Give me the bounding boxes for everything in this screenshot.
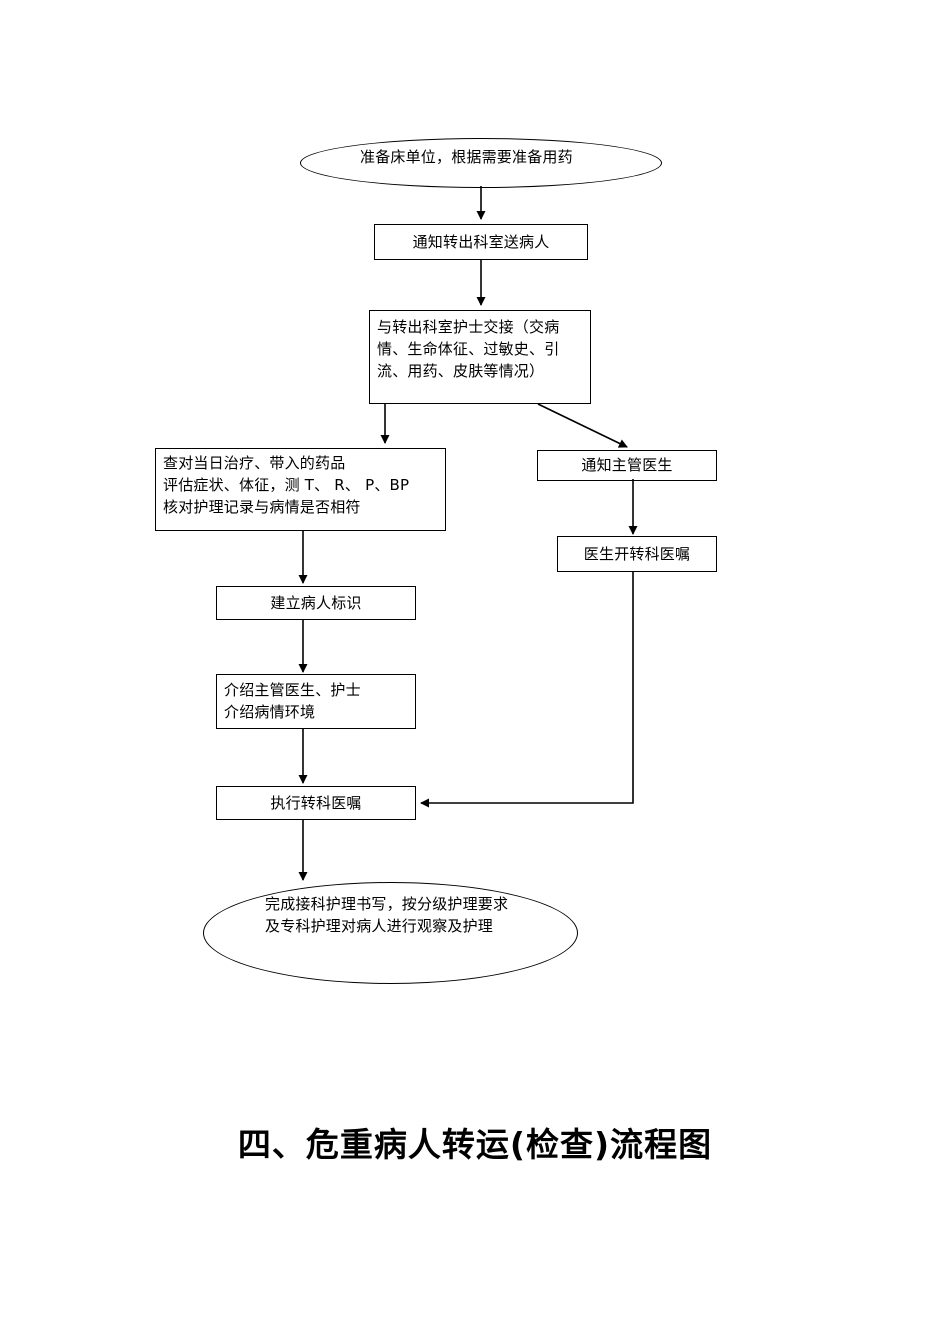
edge-n6-n9 <box>420 572 634 808</box>
node-check-treatment-and-meds-label: 查对当日治疗、带入的药品 评估症状、体征，测 T、 R、 P、BP 核对护理记录… <box>163 454 410 516</box>
node-handover-with-nurse-label: 与转出科室护士交接（交病情、生命体征、过敏史、引流、用药、皮肤等情况） <box>377 318 560 380</box>
node-create-patient-identification-label: 建立病人标识 <box>270 594 362 612</box>
node-prepare-bed-unit-label: 准备床单位，根据需要准备用药 <box>360 148 573 166</box>
node-handover-with-nurse[interactable] <box>369 310 591 404</box>
node-notify-attending-doctor[interactable] <box>537 450 717 481</box>
page-title: 四、危重病人转运(检查)流程图 <box>237 1125 713 1164</box>
node-notify-transfer-out-dept-label: 通知转出科室送病人 <box>412 233 550 251</box>
node-create-patient-identification[interactable] <box>216 586 416 620</box>
node-complete-nursing-documentation-label: 完成接科护理书写，按分级护理要求及专科护理对病人进行观察及护理 <box>265 895 509 935</box>
node-doctor-writes-transfer-order[interactable] <box>557 536 717 572</box>
node-notify-attending-doctor-label: 通知主管医生 <box>581 456 673 474</box>
node-notify-transfer-out-dept[interactable] <box>374 224 588 260</box>
node-introduce-doctor-nurse-environment-label: 介绍主管医生、护士 介绍病情环境 <box>224 681 361 721</box>
node-execute-transfer-order[interactable] <box>216 786 416 820</box>
node-execute-transfer-order-label: 执行转科医嘱 <box>270 794 362 812</box>
node-introduce-doctor-nurse-environment[interactable] <box>216 674 416 729</box>
node-check-treatment-and-meds[interactable] <box>155 448 446 531</box>
node-complete-nursing-documentation[interactable] <box>203 882 578 984</box>
edge-n3-n5 <box>537 403 628 448</box>
node-doctor-writes-transfer-order-label: 医生开转科医嘱 <box>583 545 691 563</box>
node-prepare-bed-unit[interactable] <box>300 138 662 188</box>
